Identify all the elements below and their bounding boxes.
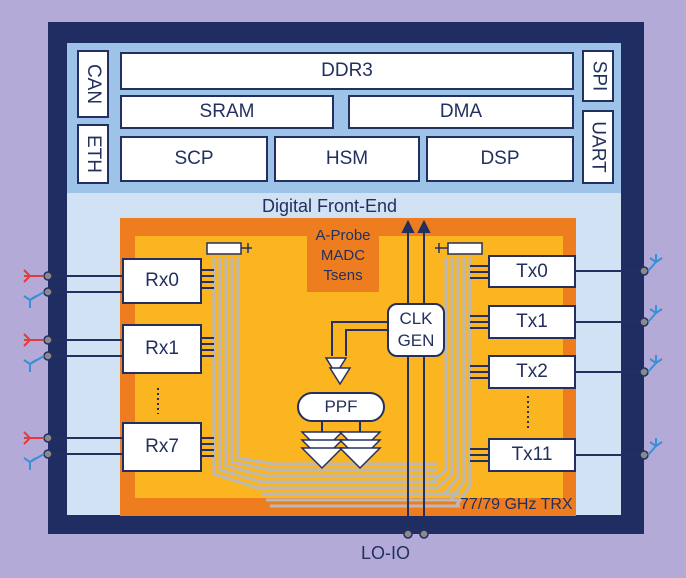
rx1-block: Rx1: [122, 324, 202, 374]
dsp-label: DSP: [480, 148, 520, 169]
tx0-block: Tx0: [488, 255, 576, 288]
tx2-block: Tx2: [488, 355, 576, 389]
rx7-block: Rx7: [122, 422, 202, 472]
sram-block: SRAM: [120, 95, 334, 129]
aprobe-block: A-Probe MADC Tsens: [307, 224, 379, 292]
ddr3-label: DDR3: [321, 60, 373, 81]
can-block: CAN: [77, 50, 109, 118]
rx7-label: Rx7: [145, 436, 179, 457]
tx1-block: Tx1: [488, 305, 576, 339]
tx11-label: Tx11: [511, 444, 553, 465]
ppf-label: PPF: [324, 397, 358, 416]
clk-gen-block: CLK GEN: [387, 303, 445, 357]
sram-label: SRAM: [199, 101, 255, 122]
hsm-label: HSM: [325, 148, 369, 169]
rx0-block: Rx0: [122, 258, 202, 304]
spi-block: SPI: [582, 50, 614, 102]
eth-block: ETH: [77, 124, 109, 184]
dma-block: DMA: [348, 95, 574, 129]
aprobe-line-1: A-Probe: [315, 227, 371, 244]
tx2-label: Tx2: [516, 361, 548, 382]
dsp-block: DSP: [426, 136, 574, 182]
dma-label: DMA: [439, 101, 483, 122]
rx1-label: Rx1: [145, 338, 179, 359]
aprobe-line-3: Tsens: [323, 267, 363, 284]
scp-block: SCP: [120, 136, 268, 182]
scp-label: SCP: [174, 148, 214, 169]
lo-io-label: LO-IO: [361, 543, 411, 563]
rx0-label: Rx0: [145, 270, 179, 291]
hsm-block: HSM: [274, 136, 420, 182]
clk-gen-line-1: CLK: [399, 309, 433, 328]
clk-gen-line-2: GEN: [397, 331, 435, 350]
aprobe-line-2: MADC: [320, 247, 366, 264]
front-end-label: Digital Front-End: [262, 196, 398, 216]
tx11-block: Tx11: [488, 438, 576, 472]
trx-label: 77/79 GHz TRX: [460, 496, 573, 513]
ddr3-block: DDR3: [120, 52, 574, 90]
uart-block: UART: [582, 110, 614, 184]
tx1-label: Tx1: [516, 311, 548, 332]
ppf-block: PPF: [297, 392, 385, 422]
tx0-label: Tx0: [516, 260, 548, 282]
